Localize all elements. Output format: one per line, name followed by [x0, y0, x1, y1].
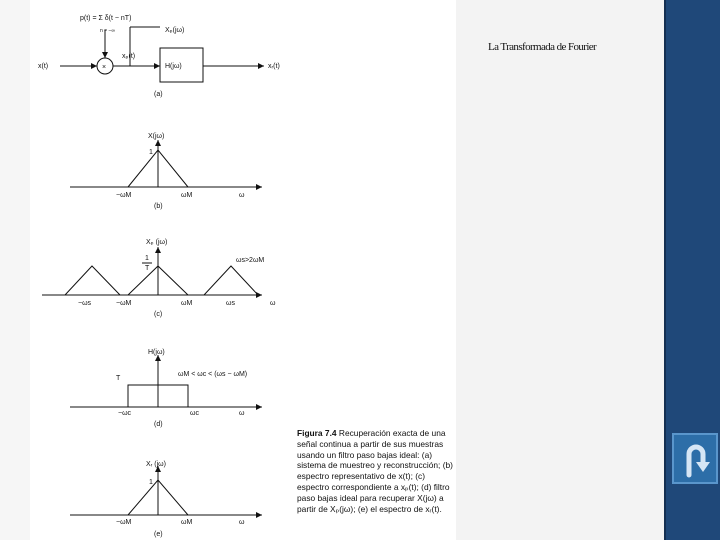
- left-margin: [0, 0, 30, 540]
- xp-t-label: xₚ(t): [122, 53, 135, 60]
- b-axis: ω: [239, 192, 245, 199]
- panel-e-label: (e): [154, 531, 163, 538]
- c-title: Xₚ (jω): [146, 239, 167, 246]
- spectrum-xr: [127, 479, 189, 516]
- output-label: xᵣ(t): [268, 63, 280, 70]
- xp-jw-label: Xₚ(jω): [165, 27, 184, 34]
- b-peak: 1: [149, 149, 153, 156]
- d-neg-c: −ωc: [118, 410, 132, 417]
- b-pos: ωM: [181, 192, 192, 199]
- input-label: x(t): [38, 63, 48, 70]
- filter-label: H(jω): [165, 63, 182, 70]
- d-condition: ωM < ωc < (ωs − ωM): [178, 371, 247, 378]
- c-neg-m: −ωM: [116, 300, 132, 307]
- c-pos-m: ωM: [181, 300, 192, 307]
- c-neg-s: −ωs: [78, 300, 92, 307]
- panel-d-label: (d): [154, 421, 163, 428]
- panel-b-label: (b): [154, 203, 163, 210]
- e-pos: ωM: [181, 519, 192, 526]
- figure-caption: Figura 7.4 Recuperación exacta de una se…: [297, 428, 457, 514]
- e-neg: −ωM: [116, 519, 132, 526]
- u-turn-arrow-icon: [686, 444, 710, 478]
- d-axis: ω: [239, 410, 245, 417]
- e-peak: 1: [149, 479, 153, 486]
- e-title: Xᵣ (jω): [146, 461, 166, 468]
- caption-figure-label: Figura 7.4: [297, 428, 337, 438]
- return-button[interactable]: [672, 433, 718, 484]
- sum-limits-label: n = −∞: [100, 28, 115, 34]
- spectrum-x: [127, 149, 189, 188]
- c-peak-num: 1: [145, 255, 149, 262]
- c-axis: ω: [270, 300, 276, 307]
- d-title: H(jω): [148, 349, 165, 356]
- d-level: T: [116, 375, 121, 382]
- c-condition: ωs>2ωM: [236, 257, 264, 264]
- panel-c-label: (c): [154, 311, 162, 318]
- spectrum-xp-right: [203, 265, 259, 296]
- slide-title: La Transformada de Fourier: [488, 41, 597, 53]
- filter-block: [159, 47, 204, 83]
- panel-a-label: (a): [154, 91, 163, 98]
- spectrum-xp-left: [64, 265, 121, 296]
- spectrum-xp-center: [127, 265, 189, 296]
- impulse-train-label: p(t) = Σ δ(t − nT): [80, 15, 131, 22]
- slide-background: [456, 0, 666, 540]
- sidebar-edge: [664, 0, 666, 540]
- ideal-filter: [127, 384, 189, 407]
- b-neg: −ωM: [116, 192, 132, 199]
- c-peak-den: T: [145, 265, 150, 272]
- e-axis: ω: [239, 519, 245, 526]
- d-pos-c: ωc: [190, 410, 199, 417]
- b-title: X(jω): [148, 133, 164, 140]
- caption-text: Recuperación exacta de una señal continu…: [297, 428, 453, 514]
- multiplier-label: ×: [102, 64, 106, 71]
- c-pos-s: ωs: [226, 300, 235, 307]
